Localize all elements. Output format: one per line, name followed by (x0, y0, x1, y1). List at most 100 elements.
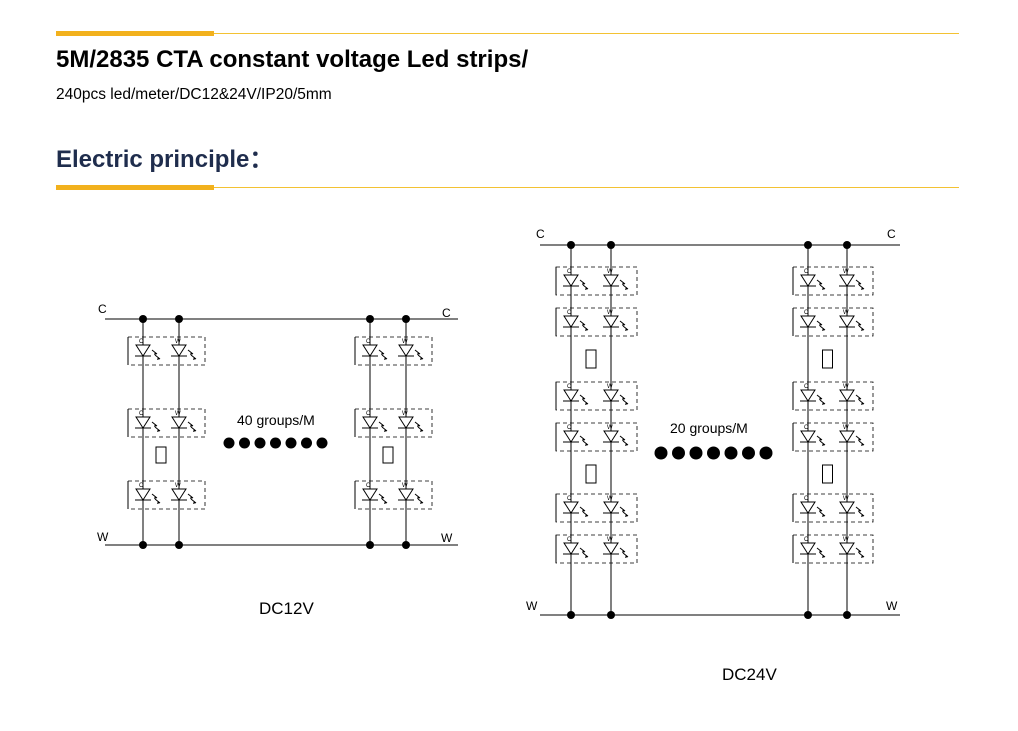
arrow-head (858, 438, 861, 441)
junction-dot (402, 315, 410, 323)
arrow-head (381, 352, 384, 355)
diode-triangle (603, 315, 619, 328)
diode-triangle (603, 542, 619, 555)
led-w-label: W (175, 339, 181, 345)
junction-dot (607, 611, 615, 619)
led-w-label: W (607, 425, 613, 431)
diode-triangle (563, 501, 579, 514)
led-c-label: C (139, 483, 144, 489)
led-diode: W (839, 425, 865, 448)
arrow-head (861, 555, 864, 558)
arrow-head (381, 496, 384, 499)
arrow-head (417, 352, 420, 355)
junction-dot (804, 241, 812, 249)
led-diode: C (800, 425, 826, 448)
continuation-dot (239, 437, 250, 449)
junction-dot (567, 611, 575, 619)
diode-triangle (362, 416, 378, 429)
arrow-head (622, 550, 625, 553)
continuation-dot (672, 446, 685, 460)
arrow-head (858, 397, 861, 400)
junction-dot (175, 541, 183, 549)
arrow-head (622, 509, 625, 512)
diode-triangle (398, 344, 414, 357)
led-diode: C (800, 537, 826, 560)
junction-dot (843, 241, 851, 249)
arrow-head (622, 282, 625, 285)
led-diode: W (839, 310, 865, 333)
continuation-dot (654, 446, 668, 460)
arrow-head (622, 397, 625, 400)
dc24v-terminal-c-right: C (887, 227, 896, 241)
arrow-head (819, 323, 822, 326)
arrow-head (822, 402, 825, 405)
diode-triangle (135, 416, 151, 429)
diode-triangle (563, 315, 579, 328)
diode-triangle (800, 274, 816, 287)
diode-triangle (135, 344, 151, 357)
arrow-head (861, 328, 864, 331)
led-module-outline (792, 381, 874, 411)
led-diode: C (800, 269, 826, 292)
diode-triangle (839, 501, 855, 514)
arrow-head (625, 514, 628, 517)
junction-dot (567, 241, 575, 249)
led-diode: W (398, 411, 424, 434)
diode-triangle (171, 416, 187, 429)
led-c-label: C (567, 310, 572, 316)
dc24v-terminal-c-left: C (536, 227, 545, 241)
led-diode: C (362, 411, 388, 434)
diode-triangle (800, 315, 816, 328)
arrow-head (625, 555, 628, 558)
led-module-outline (792, 534, 874, 564)
led-w-label: W (843, 310, 849, 316)
led-diode: W (839, 496, 865, 519)
diode-triangle (563, 542, 579, 555)
arrow-head (861, 402, 864, 405)
led-c-label: C (804, 537, 809, 543)
diode-triangle (362, 488, 378, 501)
led-w-label: W (607, 384, 613, 390)
section-divider-accent (56, 185, 214, 190)
dc24v-terminal-w-right: W (886, 599, 898, 613)
led-c-label: C (366, 339, 371, 345)
led-w-label: W (175, 411, 181, 417)
led-w-label: W (843, 269, 849, 275)
continuation-dot (724, 446, 738, 460)
diode-triangle (800, 430, 816, 443)
resistor (585, 349, 597, 369)
arrow-head (384, 429, 387, 432)
arrow-head (625, 443, 628, 446)
diode-triangle (135, 488, 151, 501)
junction-dot (139, 541, 147, 549)
led-c-label: C (804, 496, 809, 502)
led-module-outline (792, 307, 874, 337)
page-subtitle: 240pcs led/meter/DC12&24V/IP20/5mm (56, 86, 332, 103)
led-w-label: W (402, 339, 408, 345)
arrow-head (858, 550, 861, 553)
continuation-dot (742, 446, 755, 460)
arrow-head (157, 429, 160, 432)
arrow-head (157, 357, 160, 360)
arrow-head (622, 323, 625, 326)
dc24v-terminal-w-left: W (526, 599, 538, 613)
dc12v-terminal-w-right: W (441, 531, 453, 545)
led-diode: C (135, 483, 161, 506)
led-w-label: W (607, 537, 613, 543)
continuation-dot (316, 437, 328, 449)
arrow-head (585, 555, 588, 558)
led-c-label: C (139, 411, 144, 417)
led-diode: C (135, 339, 161, 362)
arrow-head (582, 438, 585, 441)
arrow-head (822, 287, 825, 290)
arrow-head (585, 287, 588, 290)
diode-triangle (563, 430, 579, 443)
